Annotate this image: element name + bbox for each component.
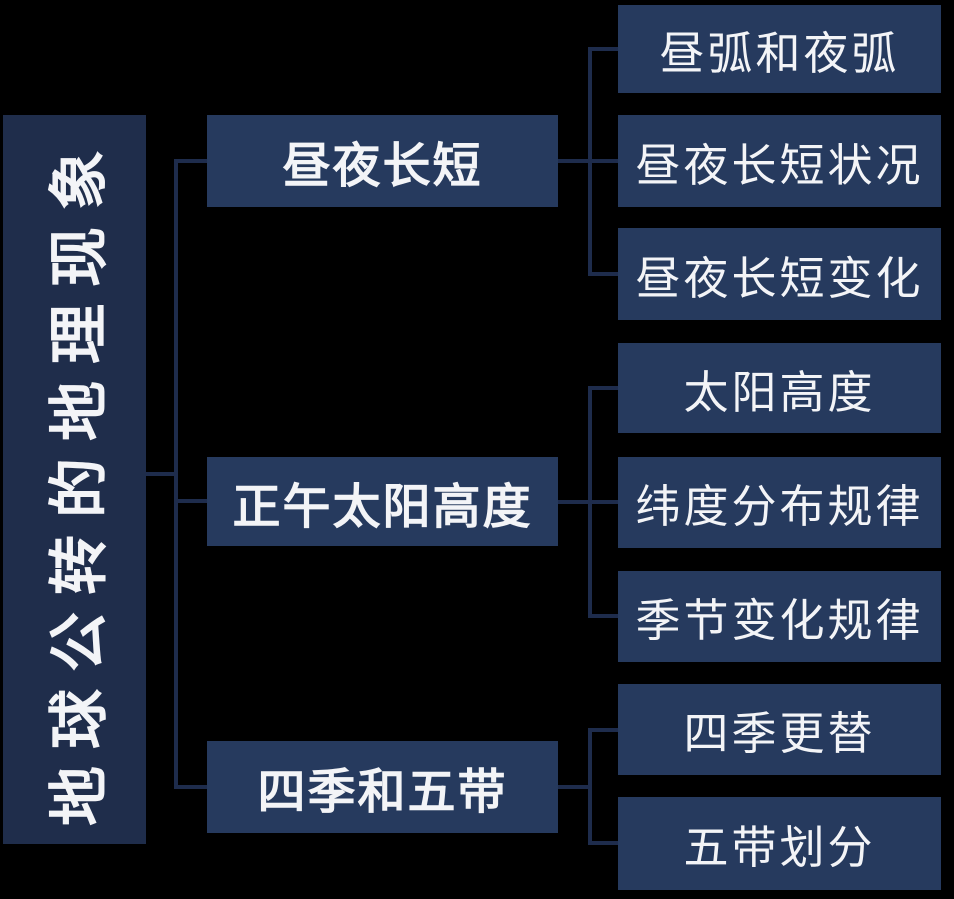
connector-line — [558, 785, 592, 789]
branch-node-label: 正午太阳高度 — [232, 478, 533, 535]
leaf-node-day-night-length-status: 昼夜长短状况 — [618, 115, 941, 207]
leaf-node-day-night-length-change: 昼夜长短变化 — [618, 228, 941, 320]
connector-line — [588, 386, 592, 618]
branch-node-seasons-and-zones: 四季和五带 — [207, 741, 558, 833]
leaf-node-sun-altitude: 太阳高度 — [618, 343, 941, 433]
connector-line — [178, 159, 207, 163]
connector-line — [592, 728, 618, 732]
leaf-node-label: 四季更替 — [683, 707, 876, 760]
connector-line — [588, 47, 592, 276]
leaf-node-day-arc-night-arc: 昼弧和夜弧 — [618, 5, 941, 93]
connector-line — [178, 785, 207, 789]
connector-line — [174, 159, 178, 789]
leaf-node-five-zones-division: 五带划分 — [618, 797, 941, 890]
connector-line — [592, 386, 618, 390]
leaf-node-label: 太阳高度 — [683, 365, 876, 419]
leaf-node-label: 季节变化规律 — [635, 594, 924, 647]
connector-line — [592, 614, 618, 618]
branch-node-noon-sun-altitude: 正午太阳高度 — [207, 457, 558, 546]
branch-node-label: 昼夜长短 — [282, 138, 483, 194]
leaf-node-seasonal-change-pattern: 季节变化规律 — [618, 571, 941, 662]
connector-line — [592, 841, 618, 845]
leaf-node-four-seasons-alternation: 四季更替 — [618, 684, 941, 775]
leaf-node-label: 五带划分 — [683, 821, 876, 874]
leaf-node-label: 昼夜长短变化 — [635, 251, 924, 305]
connector-line — [592, 272, 618, 276]
leaf-node-label: 纬度分布规律 — [635, 480, 924, 533]
connector-line — [588, 728, 592, 845]
root-node: 地球公转的地理现象 — [3, 115, 146, 844]
connector-line — [178, 499, 207, 503]
branch-node-label: 四季和五带 — [257, 764, 508, 820]
branch-node-day-night-length: 昼夜长短 — [207, 115, 558, 207]
leaf-node-label: 昼夜长短状况 — [635, 138, 924, 192]
connector-line — [592, 47, 618, 51]
connector-line — [146, 472, 174, 476]
leaf-node-latitude-distribution: 纬度分布规律 — [618, 457, 941, 548]
root-node-label: 地球公转的地理现象 — [45, 133, 115, 826]
leaf-node-label: 昼弧和夜弧 — [659, 26, 900, 80]
